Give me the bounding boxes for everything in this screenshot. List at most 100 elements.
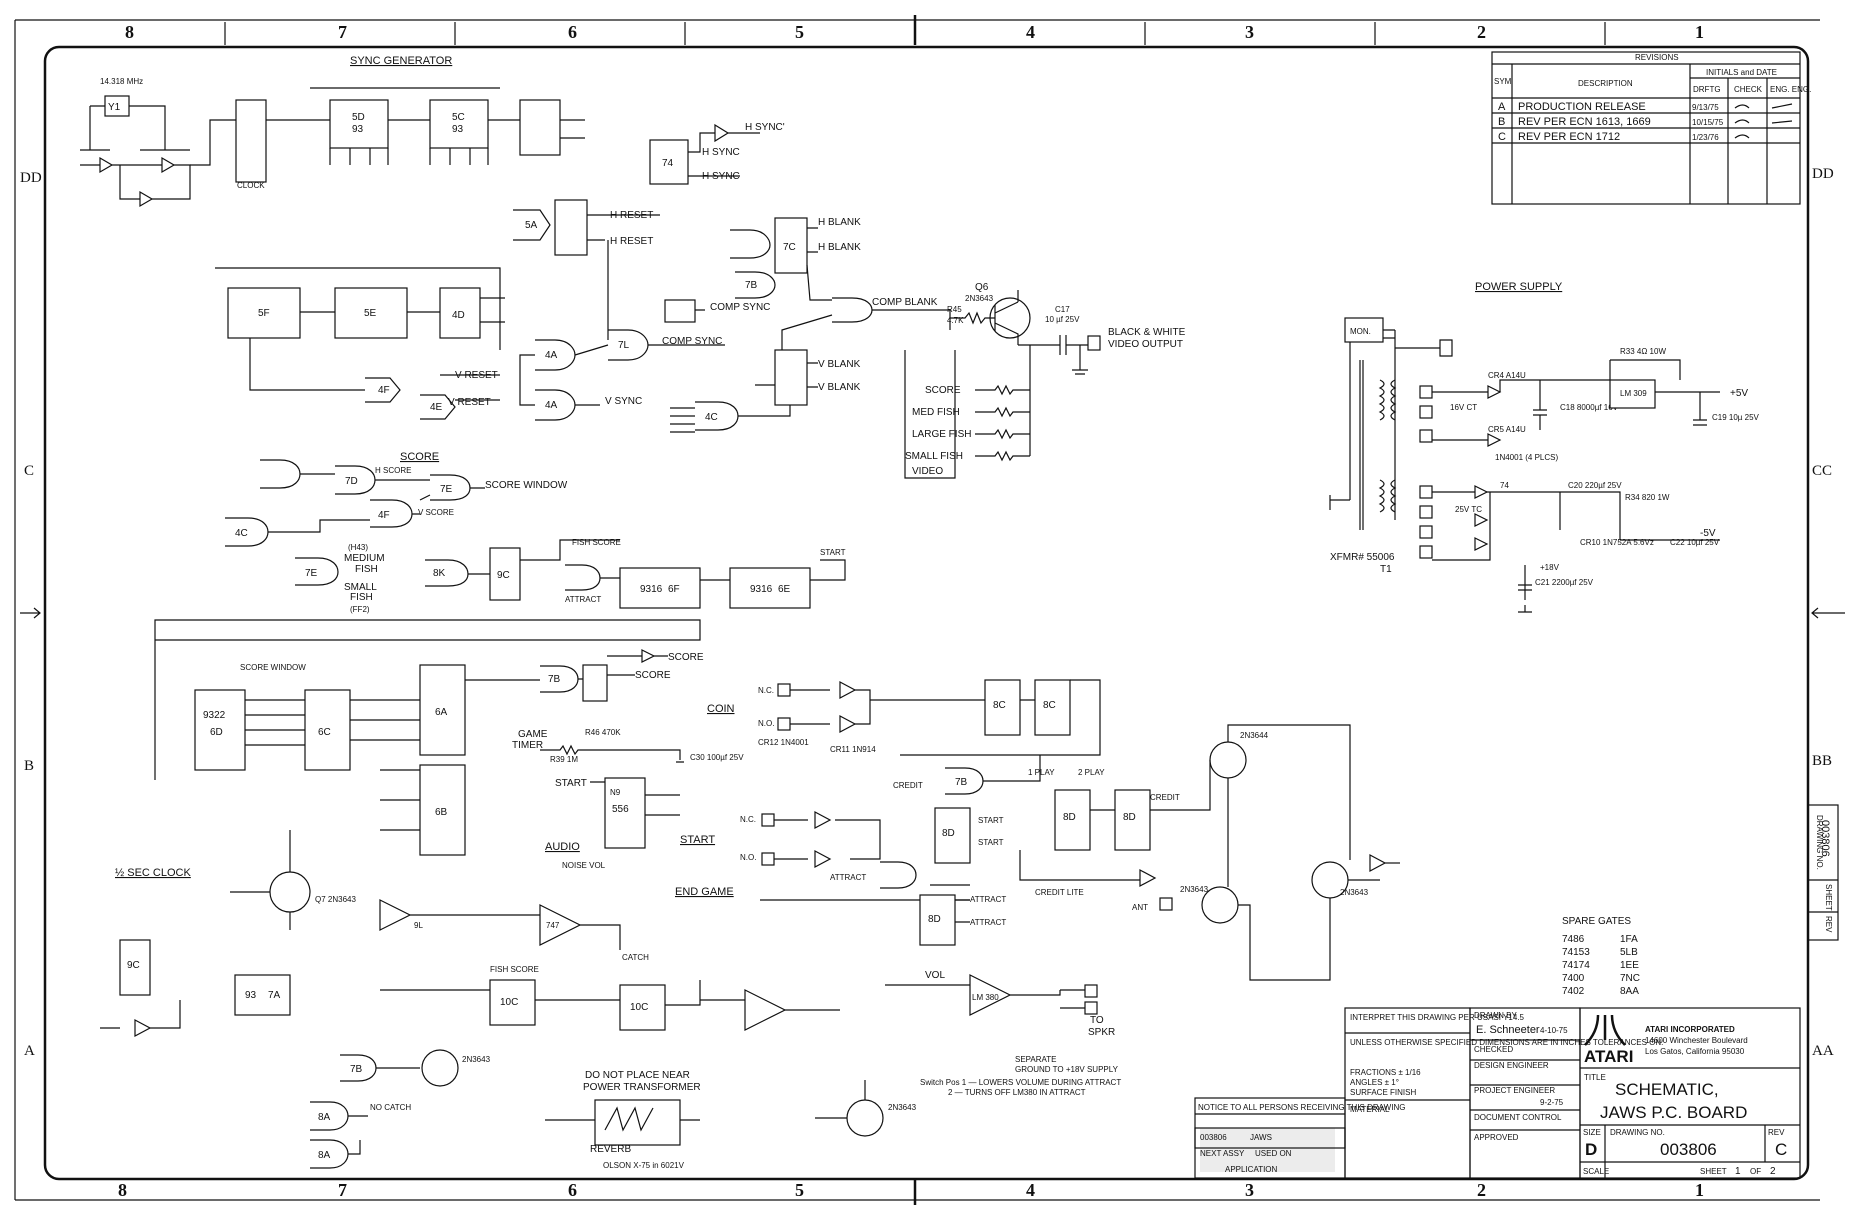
zone-left-dd: DD [20,170,42,186]
zone-bottom-7: 7 [338,1180,347,1200]
zone-top-5: 5 [795,22,804,42]
small-label: SMALL [344,582,377,593]
m747-label: 747 [546,921,560,930]
svg-text:5A: 5A [525,220,538,231]
chip-6b [419,764,466,856]
zone-right-cc: CC [1812,463,1832,479]
zone-bottom-6: 6 [568,1180,577,1200]
svg-text:8D: 8D [1123,812,1136,823]
half-sec-clock-title: ½ SEC CLOCK [115,867,191,879]
r45-value: 4.7K [947,316,964,325]
company-address-1: 14600 Winchester Boulevard [1645,1036,1748,1045]
svg-text:1FA: 1FA [1620,934,1638,945]
svg-text:5LB: 5LB [1620,947,1638,958]
material-label: MATERIAL [1350,1105,1390,1114]
chip-6f [619,567,701,609]
attract-label-2: ATTRACT [970,895,1006,904]
xfmr-primary [1378,379,1385,513]
chip-8d-end [919,894,956,946]
svg-text:7C: 7C [783,242,796,253]
chip-5a [513,209,551,241]
hsync-label: H SYNC [702,171,740,182]
chip-8d-start [934,807,971,864]
q3-part: 2N3643 [1180,885,1209,894]
company-address-2: Los Gatos, California 95030 [1645,1047,1745,1056]
attract-label-3: ATTRACT [970,918,1006,927]
vol-label: VOL [925,970,945,981]
zone-bottom-8: 8 [118,1180,127,1200]
svg-text:8A: 8A [318,1150,331,1161]
drawn-by-name: E. Schneeter [1476,1024,1540,1036]
audio-section: ½ SEC CLOCK AUDIO NOISE VOL Q7 2N3643 9C… [100,830,1121,1170]
svg-text:9L: 9L [414,921,423,930]
chip-4d [439,287,481,339]
compsync-label-1: COMP SYNC [710,302,770,313]
svg-text:4A: 4A [545,350,558,361]
start-out-label: START [978,816,1004,825]
bw-video-label-2: VIDEO OUTPUT [1108,339,1183,350]
svg-text:4D: 4D [452,310,465,321]
r46-label: R46 470K [585,728,621,737]
c19-label: C19 10µ 25V [1712,413,1760,422]
chip-ff-hreset [554,199,588,256]
svg-text:10C: 10C [630,1002,648,1013]
chip-7a [234,974,291,1016]
sheet-label: SHEET [1700,1167,1727,1176]
sync-generator-title: SYNC GENERATOR [350,55,452,67]
chip-8c-2 [1034,679,1071,736]
zone-left-c: C [24,463,34,479]
svg-text:7D: 7D [345,476,358,487]
zone-markers-top: 8 7 6 5 4 3 2 1 [125,15,1704,45]
chip-7e-fish [295,557,339,586]
svg-text:7B: 7B [745,280,758,291]
svg-text:7400: 7400 [1562,973,1585,984]
rev-a-desc: PRODUCTION RELEASE [1518,101,1646,113]
power-supply-section: POWER SUPPLY MON. 16V CT 25V TC XFMR# 55… [1329,281,1760,613]
svg-text:6A: 6A [435,707,448,718]
checked-label: CHECKED [1474,1045,1513,1054]
zone-top-4: 4 [1026,22,1035,42]
r34-label: R34 820 1W [1625,493,1670,502]
revisions-table: REVISIONS SYM DESCRIPTION INITIALS and D… [1491,51,1811,205]
switch-note-1: Switch Pos 1 — LOWERS VOLUME DURING ATTR… [920,1078,1121,1087]
rev-b-desc: REV PER ECN 1613, 1669 [1518,116,1651,128]
chip-9n-556 [604,777,646,849]
zone-bottom-1: 1 [1695,1180,1704,1200]
svg-text:5D: 5D [352,112,365,123]
video-large-fish: LARGE FISH [912,429,971,440]
chip-6d [194,689,246,771]
hblank-label-2: H BLANK [818,242,861,253]
svg-text:4C: 4C [235,528,248,539]
fractions-label: FRACTIONS ± 1/16 [1350,1068,1421,1077]
zone-right-dd: DD [1812,166,1834,182]
svg-text:7E: 7E [305,568,318,579]
chip-6e [729,567,811,609]
interpret-label: INTERPRET THIS DRAWING PER USASI Y14.5 [1350,1013,1525,1022]
zone-left-a: A [24,1043,35,1059]
rev-col-drftg: DRFTG [1693,85,1721,94]
side-drawing-label: DRAWING NO. [1815,815,1824,870]
svg-text:93: 93 [245,990,257,1001]
zone-left-b: B [24,758,34,774]
fish-label: FISH [355,564,378,575]
transistor-q7 [269,871,311,913]
next-assy-value: 003806 [1200,1133,1227,1142]
spkr-label: SPKR [1088,1027,1115,1038]
svg-text:556: 556 [612,804,629,815]
reverb-unit [594,1099,681,1146]
chip-18-ff [582,664,608,702]
to-label: TO [1090,1015,1104,1026]
size-value: D [1585,1140,1597,1159]
svg-text:93: 93 [352,124,364,135]
svg-text:7B: 7B [350,1064,363,1075]
game-timer: GAME TIMER R46 470K R39 1M C30 100µf 25V… [512,728,744,849]
start-nc: N.C. [740,815,756,824]
svg-text:8A: 8A [318,1112,331,1123]
game-label: GAME [518,729,548,740]
amp-lm380 [969,974,1012,1016]
title-block: NOTICE TO ALL PERSONS RECEIVING THIS DRA… [1194,1007,1801,1179]
power-transformer-label: POWER TRANSFORMER [583,1082,701,1093]
hscore-label: H SCORE [375,466,411,475]
score-decode: SCORE WINDOW 9322 6D 6C 6A 6B 7B SCORE S… [154,619,704,856]
